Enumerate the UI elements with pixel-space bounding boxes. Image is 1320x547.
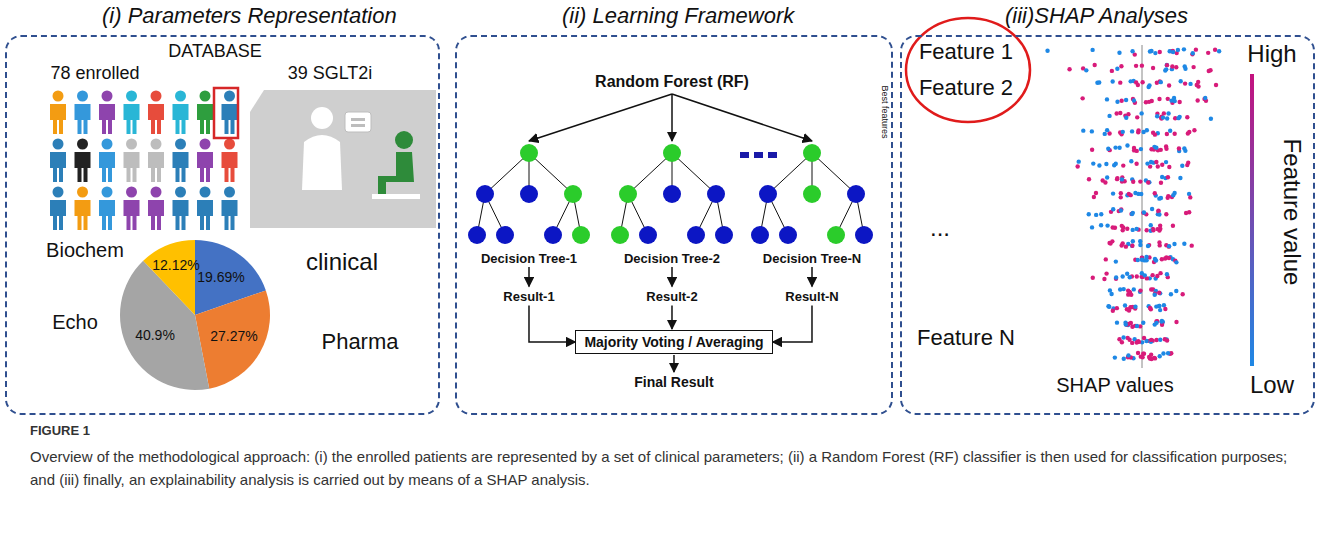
pie-label: Echo [52,311,98,333]
tree-label: Decision Tree-1 [467,251,592,266]
arrow-connector [671,306,673,330]
scale-label: High [1247,41,1296,67]
zero-line [1142,45,1143,368]
tree-node: Decision Tree-N [750,142,875,266]
arrow-connector [671,94,673,141]
node-label: Result-1 [503,289,554,304]
pie-label: Biochem [46,239,124,261]
tree-label: Decision Tree-2 [610,251,735,266]
count-label: 39 SGLT2i [288,64,373,84]
text-node: Result-1 [501,288,556,305]
scale-label: Low [1250,372,1294,398]
ellipsis: ... [930,215,950,241]
node-label: Majority Voting / Averaging [584,334,763,350]
process-box: Majority Voting / Averaging [575,330,772,354]
feature-name: Feature 2 [919,76,1013,100]
count-label: 78 enrolled [50,64,139,84]
arrow-connector [528,267,530,287]
figure-number: FIGURE 1 [30,424,90,438]
decision-tree [467,142,592,248]
text-node: Random Forest (RF) [593,72,751,92]
arrow-connector [671,267,673,287]
pie-percent: 12.12% [152,258,199,273]
axis-note: Best features [879,85,889,138]
pie-percent: 40.9% [135,328,175,343]
node-label: Result-N [785,289,838,304]
pie-percent: 19.69% [197,270,244,285]
arrow-connector [673,355,675,372]
text-node: Result-N [783,288,840,305]
tree-label: Decision Tree-N [750,251,875,266]
axis-title: SHAP values [1056,374,1173,396]
tree-node: Decision Tree-1 [467,142,592,266]
panel-heading: (ii) Learning Framework [562,3,794,29]
text-node: Final Result [632,373,715,391]
arrow-connector [529,94,672,141]
arrow-connector [529,306,575,343]
pie-chart [120,240,270,390]
figure-caption: Overview of the methodological approach:… [30,446,1290,491]
axis-title: Feature value [1279,139,1305,286]
pie-percent: 27.27% [210,329,257,344]
beeswarm [1045,47,1221,361]
feature-name: Feature N [917,326,1015,350]
panel-heading: (iii)SHAP Analyses [1005,3,1188,29]
highlight-ellipse [906,18,1030,122]
tree-node: Decision Tree-2 [610,142,735,266]
arrow-connector [773,306,812,343]
section-panel: (ii) Learning FrameworkRandom Forest (RF… [455,35,893,415]
more-trees [740,152,777,158]
db-title: DATABASE [168,42,261,62]
pie-label: Pharma [321,330,398,354]
section-panel: (i) Parameters Representation [5,35,440,415]
patient-icons [50,91,238,231]
decision-tree [610,142,735,248]
feature-name: Feature 1 [919,40,1013,64]
selected-patient [214,88,238,138]
node-label: Random Forest (RF) [595,73,749,91]
node-label: Result-2 [646,289,697,304]
decision-tree [750,142,875,248]
clinic-area [250,90,436,228]
arrow-connector [811,267,813,287]
node-label: Final Result [634,374,713,390]
doctor-figure [302,107,371,190]
text-node: Result-2 [644,288,699,305]
panel-heading: (i) Parameters Representation [102,3,397,29]
pie-label: clinical [306,249,378,275]
patient-figure [372,131,420,199]
color-bar [1250,74,1254,366]
arrow-connector [672,94,812,141]
